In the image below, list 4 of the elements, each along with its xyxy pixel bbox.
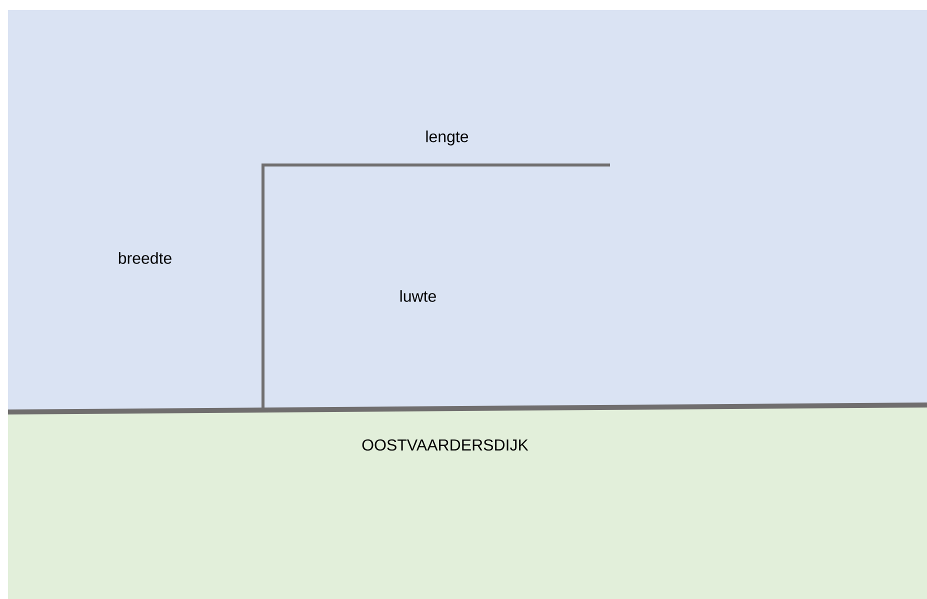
dike-name-label: OOSTVAARDERSDIJK bbox=[362, 439, 528, 451]
shelter-label: luwte bbox=[400, 290, 436, 302]
width-label: breedte bbox=[118, 252, 172, 264]
length-label: lengte bbox=[426, 130, 468, 146]
